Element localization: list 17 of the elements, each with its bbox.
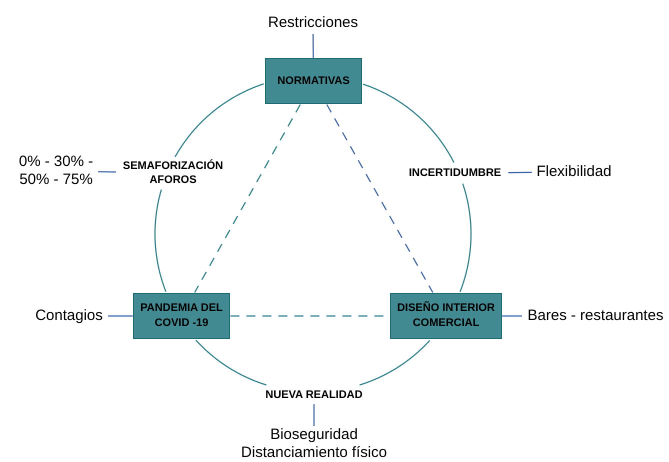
connector-line xyxy=(312,34,314,58)
circle-arc xyxy=(195,340,267,386)
connector-line xyxy=(313,404,315,426)
dashed-line xyxy=(194,104,301,293)
concept-box: DISEÑO INTERIOR COMERCIAL xyxy=(390,293,502,339)
circle-arc xyxy=(174,83,264,158)
circle-arc xyxy=(362,84,454,163)
connector-line xyxy=(108,315,133,317)
connector-line xyxy=(502,315,522,317)
circle-arc xyxy=(459,184,472,292)
connector-line xyxy=(98,171,116,173)
circle-arc xyxy=(359,340,430,386)
connector-line xyxy=(508,172,532,174)
concept-box: PANDEMIA DEL COVID -19 xyxy=(133,293,230,339)
circle-arc xyxy=(154,189,166,292)
concept-box: NORMATIVAS xyxy=(265,58,362,104)
dashed-line xyxy=(326,104,434,293)
